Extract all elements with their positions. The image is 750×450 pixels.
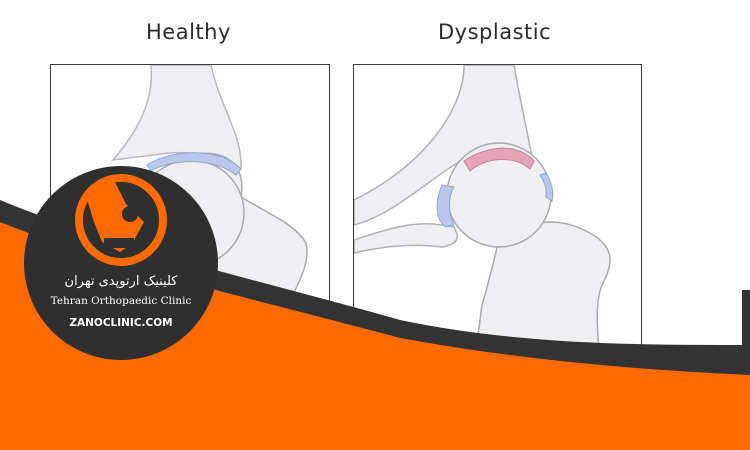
dysplastic-pelvis (354, 65, 534, 226)
clinic-logo: کلینیک ارتوپدی تهران Tehran Orthopaedic … (24, 166, 218, 360)
logo-bone-icon (86, 180, 144, 252)
dysplastic-ischium (354, 222, 458, 254)
healthy-cartilage (146, 152, 242, 176)
dysplastic-hip-panel (353, 64, 642, 364)
dysplastic-cartilage-upper (463, 147, 535, 172)
logo-persian-text: کلینیک ارتوپدی تهران (64, 274, 178, 289)
dysplastic-title: Dysplastic (438, 20, 552, 44)
banner-orange-fill (0, 222, 750, 450)
dysplastic-hip-illustration (354, 65, 611, 363)
dysplastic-cartilage-right (539, 172, 554, 202)
clinic-logo-mark (75, 174, 167, 266)
healthy-title: Healthy (146, 20, 231, 44)
dysplastic-femur (473, 221, 611, 363)
dysplastic-cartilage-lower (436, 184, 455, 228)
logo-english-text: Tehran Orthopaedic Clinic (50, 295, 192, 307)
banner-right-edge (742, 290, 750, 350)
logo-website: ZANOCLINIC.COM (69, 317, 173, 329)
logo-ring (75, 174, 167, 266)
